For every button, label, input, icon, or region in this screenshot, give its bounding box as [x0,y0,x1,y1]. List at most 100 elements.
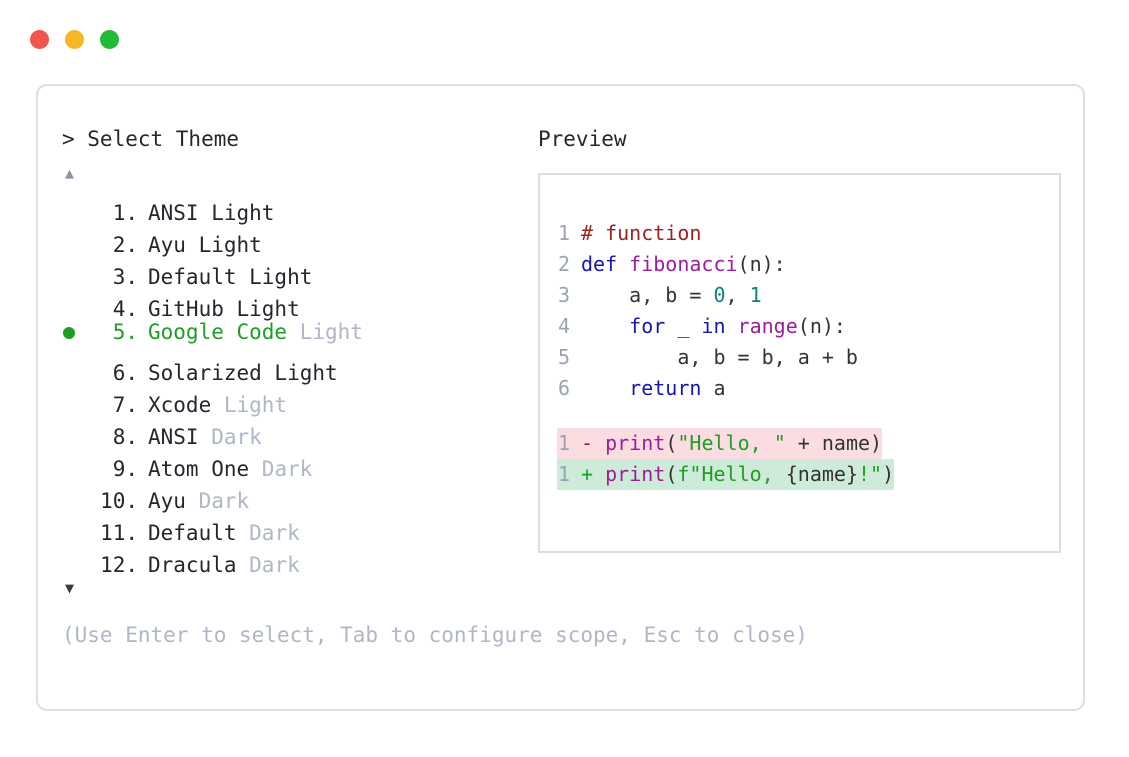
theme-item-number: 5. [112,320,138,344]
theme-list-item[interactable]: 6. Solarized Light [62,348,532,385]
theme-item-variant: Dark [236,521,300,545]
diff-marker-icon: - [581,431,606,455]
selection-dot-icon [63,327,75,339]
theme-item-number: 2. [112,233,138,257]
theme-item-number: 11. [100,521,138,545]
diff-marker-icon: + [581,462,606,486]
theme-item-name: Google Code [148,320,288,344]
window-maximize-button[interactable] [100,30,119,49]
bullet-placeholder [62,188,90,220]
select-theme-prompt: > Select Theme [62,127,240,151]
bullet-placeholder [62,412,90,444]
window-minimize-button[interactable] [65,30,84,49]
code-token-punct: (n): [797,314,846,338]
theme-list-item[interactable]: 7. Xcode Light [62,380,532,417]
bullet-placeholder [62,252,90,284]
code-token-punct: ( [665,431,678,455]
code-token-func: print [605,431,666,455]
theme-item-number: 10. [100,489,138,513]
theme-item-name: GitHub Light [148,297,300,321]
bullet-placeholder [62,508,90,540]
theme-list-item[interactable]: 1. ANSI Light [62,188,532,225]
code-token-keyword: in [701,314,726,338]
code-line: 4 for _ in range(n): [557,311,894,342]
theme-item-name: Solarized Light [148,361,338,385]
theme-item-variant: Light [287,320,363,344]
theme-item-number: 8. [112,425,138,449]
scroll-down-arrow-icon[interactable]: ▼ [65,579,75,597]
code-line-number: 4 [557,314,570,338]
code-token-string: !" [857,462,883,486]
code-line-number: 5 [557,345,570,369]
theme-list-item[interactable]: 8.ANSI Dark [62,412,532,449]
code-line: 5 a, b = b, a + b [557,342,894,373]
theme-list-item[interactable]: 10. Ayu Dark [62,476,532,513]
code-token-plain: + name) [785,431,883,455]
code-token-string: f"Hello, [677,462,786,486]
theme-list-item[interactable]: 5. Google Code Light [62,316,532,348]
theme-list-item[interactable]: 2. Ayu Light [62,220,532,257]
theme-item-variant: Light [211,393,288,417]
theme-list-item[interactable]: 3. Default Light [62,252,532,289]
code-token-plain: , [725,283,750,307]
code-line: 3 a, b = 0, 1 [557,280,894,311]
theme-item-variant: Dark [249,457,313,481]
code-token-plain: {name} [785,462,858,486]
bullet-placeholder [62,348,90,380]
code-token-string: "Hello, " [677,431,786,455]
code-line-number: 6 [557,376,570,400]
code-line: 6 return a [557,373,894,404]
code-token-plain: _ [665,314,702,338]
theme-item-number: 3. [112,265,138,289]
code-token-punct: ( [665,462,678,486]
theme-item-variant: Dark [185,489,250,513]
theme-item-name: Ayu Light [148,233,262,257]
theme-item-number: 6. [112,361,138,385]
code-token-keyword: return [629,376,702,400]
diff-line-number: 1 [557,462,570,486]
theme-item-number: 12. [100,553,138,577]
theme-item-name: Default Light [148,265,313,289]
theme-list-item[interactable]: 9. Atom One Dark [62,444,532,481]
code-token-plain: a [701,376,726,400]
code-token-plain [581,314,629,338]
diff-line-add: 1+ print(f"Hello, {name}!") [557,459,895,490]
scroll-up-arrow-icon[interactable]: ▲ [65,164,75,182]
theme-item-number: 9. [112,457,138,481]
window-close-button[interactable] [30,30,49,49]
bullet-placeholder [62,380,90,412]
code-token-plain [581,376,629,400]
code-token-number: 1 [749,283,762,307]
theme-picker-card: > Select Theme ▲ 1. ANSI Light 2. Ayu Light… [36,84,1085,711]
diff-line-number: 1 [557,431,570,455]
theme-list-item[interactable]: 12.Dracula Dark [62,540,532,577]
code-token-number: 0 [713,283,726,307]
theme-item-name: ANSI Light [148,201,275,225]
bullet-placeholder [62,220,90,252]
theme-list-item[interactable]: 11.Default Dark [62,508,532,545]
theme-item-name: Dracula [148,553,237,577]
selected-bullet-icon [62,317,90,349]
code-line-number: 3 [557,283,570,307]
code-token-func: fibonacci [629,252,738,276]
theme-item-name: Ayu [148,489,186,513]
code-token-plain [726,314,738,338]
code-token-comment: # function [581,221,702,245]
theme-item-number: 1. [112,201,138,225]
theme-item-name: Xcode [148,393,212,417]
code-blank-line [557,404,894,428]
theme-item-number: 4. [112,297,138,321]
code-token-punct: (n): [737,252,786,276]
theme-item-number: 7. [112,393,138,417]
code-token-keyword: for [629,314,666,338]
theme-list-item[interactable]: 4. GitHub Light [62,284,532,321]
theme-item-variant: Dark [198,425,262,449]
theme-item-name: Atom One [148,457,250,481]
bullet-placeholder [62,444,90,476]
window-titlebar [30,30,119,49]
